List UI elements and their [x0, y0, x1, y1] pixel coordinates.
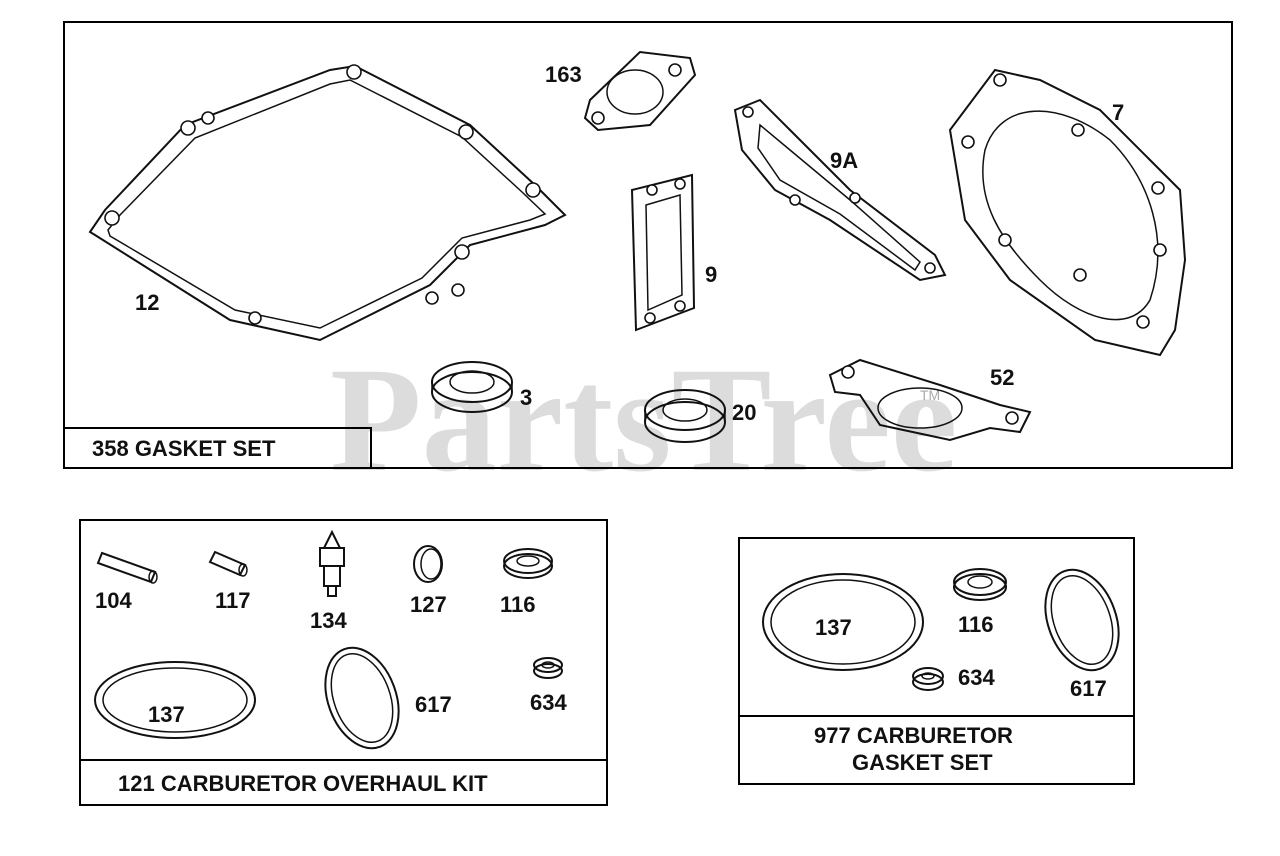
- label-104: 104: [95, 588, 132, 613]
- label-127: 127: [410, 592, 447, 617]
- part-7-head-gasket: [948, 68, 1187, 357]
- part-117-sleeve: [208, 550, 248, 577]
- part-12-crankcase-gasket: [88, 64, 567, 342]
- label-134: 134: [310, 608, 347, 633]
- label-9: 9: [705, 262, 717, 287]
- watermark-trademark: TM: [920, 387, 940, 403]
- part-9-gasket: [630, 173, 696, 332]
- part-116-washer-2: [953, 568, 1007, 601]
- label-3: 3: [520, 385, 532, 410]
- panel-carb-gasket-set: 977 CARBURETOR GASKET SET 137 116 634 61…: [738, 537, 1135, 785]
- label-7: 7: [1112, 100, 1124, 125]
- part-137-o-ring-2: [762, 573, 924, 671]
- panel-title-gasket-set: 358 GASKET SET: [92, 436, 276, 461]
- part-104-pin: [96, 551, 158, 584]
- part-52-gasket: [828, 358, 1032, 442]
- label-12: 12: [135, 290, 159, 315]
- part-116-washer: [503, 548, 553, 579]
- label-20: 20: [732, 400, 756, 425]
- part-3-oil-seal: [431, 361, 513, 413]
- part-9A-gasket: [733, 98, 947, 282]
- part-20-oil-seal: [644, 389, 726, 443]
- label-117: 117: [215, 588, 251, 613]
- part-617-o-ring-2: [1044, 568, 1120, 672]
- label-137: 137: [148, 702, 185, 727]
- panel-title-carb-gasket-set-line1: 977 CARBURETOR: [814, 723, 1013, 748]
- part-163-gasket: [583, 50, 697, 132]
- label-116: 116: [500, 592, 536, 617]
- panel-gasket-set: 358 GASKET SET 12 163: [63, 21, 1233, 469]
- panel-title-carb-gasket-set-line2: GASKET SET: [852, 750, 993, 775]
- label-9A: 9A: [830, 148, 858, 173]
- label-634-b: 634: [958, 665, 995, 690]
- panel-title-carb-overhaul-kit: 121 CARBURETOR OVERHAUL KIT: [118, 771, 488, 796]
- part-617-o-ring: [324, 646, 400, 750]
- label-163: 163: [545, 62, 582, 87]
- part-127-disc: [413, 545, 443, 583]
- part-137-o-ring: [94, 661, 256, 739]
- label-617: 617: [415, 692, 452, 717]
- label-617-b: 617: [1070, 676, 1107, 701]
- part-134-inlet-needle: [319, 529, 345, 597]
- panel-carb-overhaul-kit: 121 CARBURETOR OVERHAUL KIT 104 117 134 …: [79, 519, 608, 806]
- label-116-b: 116: [958, 612, 994, 637]
- part-634-spacer-2: [912, 667, 944, 691]
- label-137-b: 137: [815, 615, 852, 640]
- part-634-spacer: [533, 657, 563, 679]
- label-52: 52: [990, 365, 1014, 390]
- label-634: 634: [530, 690, 567, 715]
